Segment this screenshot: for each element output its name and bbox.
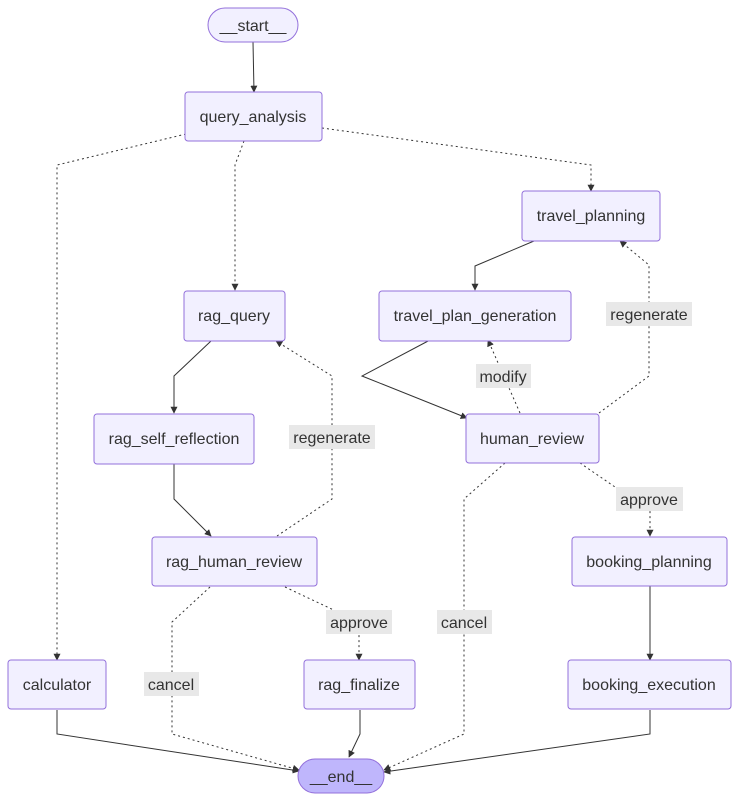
edges [53,41,654,775]
edge-label-cancel-rag: cancel [144,672,199,696]
node-calculator[interactable]: calculator [7,659,107,710]
node-human-review[interactable]: human_review [465,413,600,464]
node-label: rag_self_reflection [109,431,240,448]
node-rag-finalize[interactable]: rag_finalize [303,659,416,710]
edge-label-regenerate-rag: regenerate [289,425,375,449]
node-label: human_review [480,431,585,448]
nodes: __start__ query_analysis travel_planning… [7,7,732,794]
node-query-analysis[interactable]: query_analysis [184,91,323,142]
edge-booking-execution-end [383,710,651,775]
edge-label-text: regenerate [293,430,370,447]
edge-label-approve-rag: approve [326,610,392,634]
edge-label-text: approve [330,615,388,632]
node-end[interactable]: __end__ [297,758,385,794]
edge-rag-self-reflection-human-review [173,464,212,537]
edge-label-text: approve [620,492,678,509]
node-travel-planning[interactable]: travel_planning [521,190,661,242]
edge-query-analysis-rag-query [231,140,245,291]
node-label: booking_execution [582,677,715,694]
edge-human-review-booking-planning-approve [579,462,654,537]
edge-query-analysis-travel-planning [321,127,595,192]
edge-human-review-plan-generation-modify [487,339,521,414]
node-start[interactable]: __start__ [207,7,299,43]
node-label: travel_planning [537,208,646,225]
edge-label-text: regenerate [610,307,687,324]
edge-travel-planning-plan-generation [471,240,535,291]
node-label: query_analysis [200,109,307,126]
edge-labels: regenerate modify regenerate approve app… [144,302,692,696]
node-label: booking_planning [586,554,711,571]
edge-rag-finalize-end [348,710,361,758]
node-label: __end__ [309,769,373,786]
node-label: rag_finalize [318,677,400,694]
edge-rag-query-self-reflection [170,340,212,414]
edge-label-regenerate-travel: regenerate [606,302,692,326]
node-booking-planning[interactable]: booking_planning [571,536,728,587]
edge-label-text: modify [479,369,526,386]
node-travel-plan-generation[interactable]: travel_plan_generation [378,290,572,342]
edge-human-review-travel-planning-regenerate [598,240,650,414]
edge-plan-generation-human-review [360,339,468,419]
node-rag-self-reflection[interactable]: rag_self_reflection [93,413,255,465]
node-label: rag_query [198,308,270,325]
edge-rag-human-review-end-cancel [171,586,300,772]
edge-label-modify: modify [476,364,531,388]
edge-start-query-analysis [250,41,258,93]
edge-label-text: cancel [148,677,194,694]
node-label: rag_human_review [166,554,303,571]
node-label: __start__ [219,18,288,35]
node-booking-execution[interactable]: booking_execution [567,659,732,710]
edge-label-approve-travel: approve [616,487,683,511]
edge-label-text: cancel [441,615,487,632]
node-label: travel_plan_generation [394,308,557,325]
node-rag-human-review[interactable]: rag_human_review [151,536,318,587]
edge-calculator-end [56,710,300,774]
node-rag-query[interactable]: rag_query [183,290,286,342]
edge-label-cancel-travel: cancel [437,610,492,634]
node-label: calculator [23,677,92,694]
